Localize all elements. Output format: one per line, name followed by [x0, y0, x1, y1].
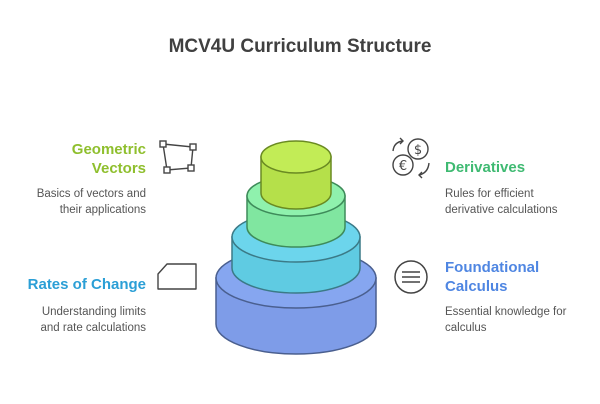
- derivatives-heading: Derivatives: [445, 159, 526, 176]
- geometric-vectors-desc-line2: their applications: [59, 204, 146, 216]
- svg-text:$: $: [414, 143, 422, 158]
- currency-exchange-icon: $ €: [392, 137, 430, 179]
- foundational-calculus-heading-line1: Foundational: [445, 259, 540, 276]
- geometric-vectors-heading-line1: Geometric: [71, 141, 146, 158]
- derivatives-desc-line2: derivative calculations: [445, 204, 558, 216]
- rates-of-change-description: Understanding limits and rate calculatio…: [10, 304, 146, 336]
- geometric-vectors-description: Basics of vectors and their applications: [10, 186, 146, 218]
- rates-of-change-desc-line2: and rate calculations: [40, 322, 146, 334]
- tier-geometric-vectors: [260, 140, 332, 210]
- polygon-vertices-icon: [159, 140, 197, 174]
- foundational-calculus-heading-line2: Calculus: [445, 278, 508, 295]
- geometric-vectors-heading: Geometric Vectors: [40, 140, 146, 178]
- foundational-calculus-desc-line1: Essential knowledge for: [445, 306, 567, 318]
- foundational-calculus-description: Essential knowledge for calculus: [445, 304, 595, 336]
- foundational-calculus-heading: Foundational Calculus: [445, 258, 595, 296]
- rates-of-change-desc-line1: Understanding limits: [41, 306, 146, 318]
- page-title: MCV4U Curriculum Structure: [168, 36, 432, 57]
- rates-of-change-heading: Rates of Change: [27, 276, 146, 293]
- lines-circle-icon: [394, 260, 428, 294]
- foundational-calculus-desc-line2: calculus: [445, 322, 487, 334]
- geometric-vectors-desc-line1: Basics of vectors and: [36, 188, 146, 200]
- derivatives-desc-line1: Rules for efficient: [445, 188, 534, 200]
- derivatives-description: Rules for efficient derivative calculati…: [445, 186, 595, 218]
- trapezoid-shape-icon: [157, 263, 197, 290]
- geometric-vectors-heading-line2: Vectors: [91, 160, 146, 177]
- svg-text:€: €: [399, 159, 407, 174]
